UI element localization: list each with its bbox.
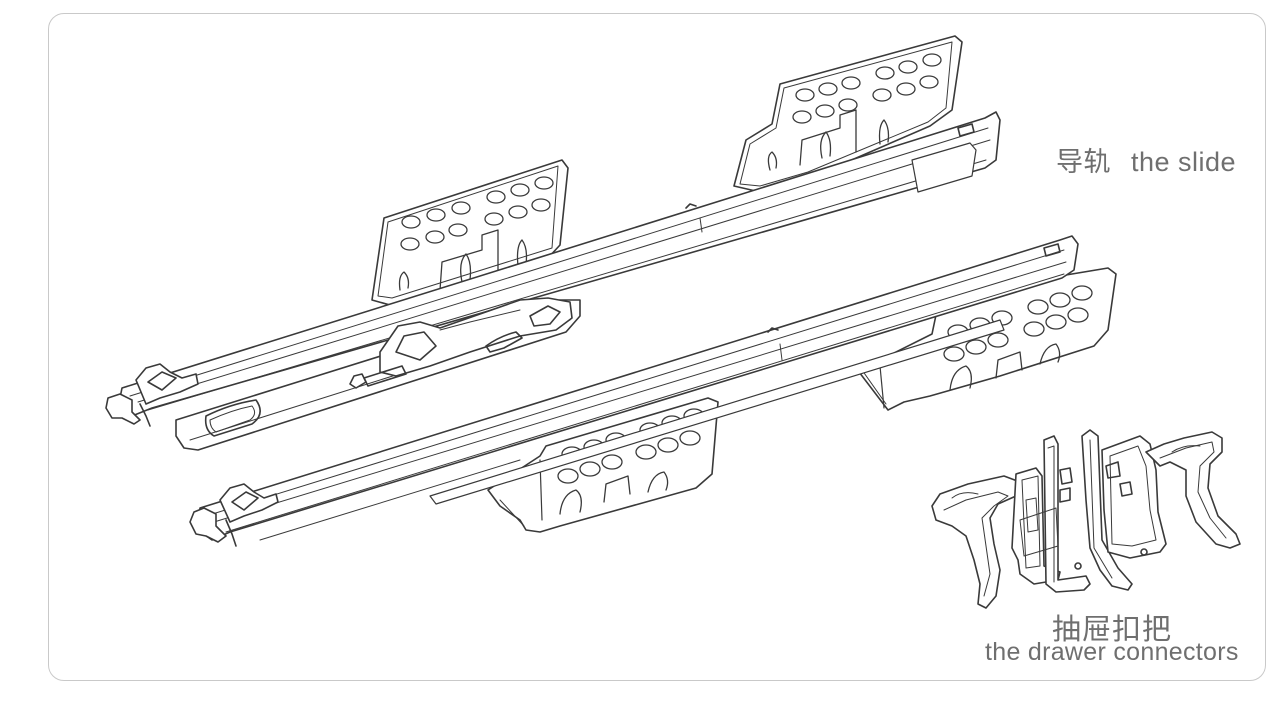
upper-slide	[105, 35, 1001, 451]
connectors-label-zh: 抽屉扣把	[1052, 614, 1173, 646]
upper-latch-mechanism	[349, 297, 573, 389]
upper-front-end-clip	[105, 363, 199, 427]
connectors-label-en: the drawer connectors	[985, 638, 1239, 666]
right-connector	[1081, 429, 1241, 591]
left-connector	[931, 435, 1091, 609]
slide-label-en: the slide	[1131, 147, 1237, 177]
lower-slide	[189, 235, 1117, 547]
slide-label-zh: 导轨	[1056, 147, 1111, 177]
lower-outer-rail	[197, 235, 1079, 541]
lower-front-end-clip	[189, 483, 279, 547]
slide-label: 导轨 the slide	[1056, 140, 1236, 179]
drawer-connectors	[931, 429, 1241, 609]
diagram-frame	[48, 13, 1266, 681]
